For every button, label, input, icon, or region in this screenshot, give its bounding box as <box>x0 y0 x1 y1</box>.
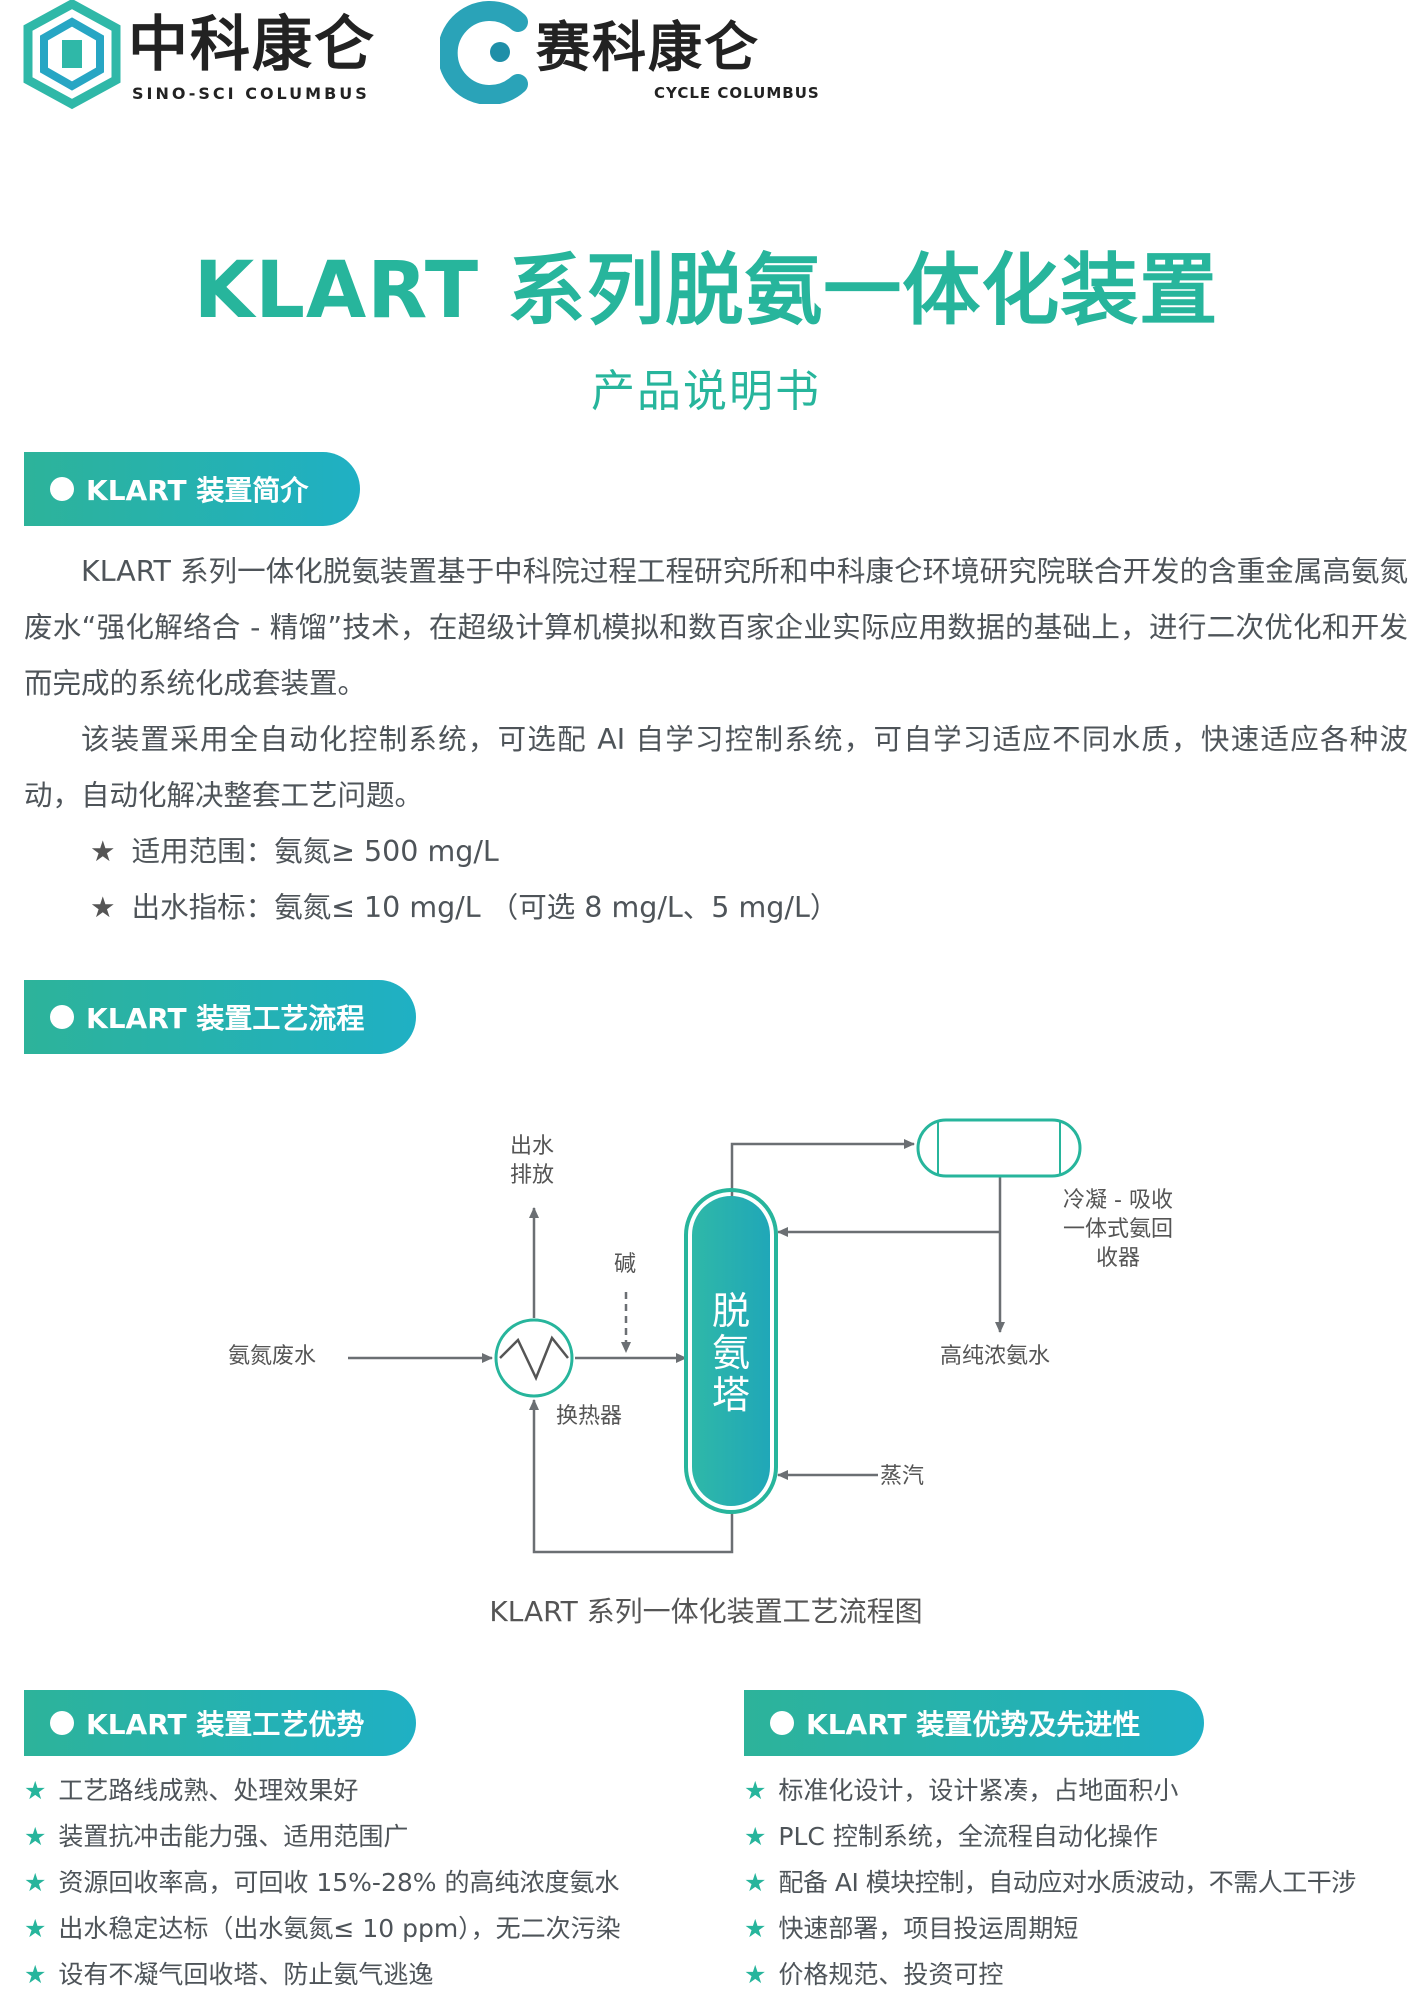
bottom-recycle-line <box>529 1399 734 1554</box>
section-header-label: KLART 装置优势及先进性 <box>806 1708 1141 1741</box>
star-icon: ★ <box>24 1822 47 1851</box>
condenser-label: 冷凝 - 吸收 一体式氨回 收器 <box>1062 1188 1173 1271</box>
tower-shell <box>684 1188 778 1514</box>
sino-sci-logo-name: 中科康仑 <box>128 10 376 80</box>
star-icon: ★ <box>90 891 116 924</box>
product-label: 高纯浓氨水 <box>940 1344 1051 1369</box>
intro-bullet-1: ★适用范围：氨氮≥ 500 mg/L <box>90 835 499 868</box>
list-item: ★出水稳定达标（出水氨氮≤ 10 ppm），无二次污染 <box>24 1914 621 1943</box>
star-icon: ★ <box>24 1914 47 1943</box>
list-item: ★快速部署，项目投运周期短 <box>744 1914 1079 1943</box>
star-icon: ★ <box>744 1914 767 1943</box>
cycle-columbus-logo-icon <box>440 1 528 104</box>
intro-text: KLART 系列一体化脱氨装置基于中科院过程工程研究所和中科康仑环境研究院联合开… <box>24 544 1408 824</box>
section-header-label: KLART 装置工艺流程 <box>86 1002 365 1035</box>
condenser-icon <box>916 1118 1082 1178</box>
star-icon: ★ <box>24 1776 47 1805</box>
list-item: ★设有不凝气回收塔、防止氨气逃逸 <box>24 1960 434 1989</box>
star-icon: ★ <box>744 1822 767 1851</box>
list-item: ★PLC 控制系统，全流程自动化操作 <box>744 1822 1158 1851</box>
section-header-superiority: KLART 装置优势及先进性 <box>744 1690 1204 1756</box>
cycle-columbus-logo-sub: CYCLE COLUMBUS <box>654 84 820 102</box>
list-item: ★配备 AI 模块控制，自动应对水质波动，不需人工干涉 <box>744 1868 1356 1897</box>
logo-cycle-columbus: 赛科康仑 CYCLE COLUMBUS <box>440 0 840 110</box>
intro-bullet-2: ★出水指标：氨氮≤ 10 mg/L （可选 8 mg/L、5 mg/L） <box>90 891 839 924</box>
superiority-list: ★标准化设计，设计紧凑，占地面积小 ★PLC 控制系统，全流程自动化操作 ★配备… <box>744 1768 1410 1998</box>
tower-label: 脱 氨 塔 <box>711 1289 750 1417</box>
page-subtitle: 产品说明书 <box>591 366 821 417</box>
advantages-list: ★工艺路线成熟、处理效果好 ★装置抗冲击能力强、适用范围广 ★资源回收率高，可回… <box>24 1768 724 1998</box>
logo-sino-sci: 中科康仑 SINO-SCI COLUMBUS <box>22 0 382 110</box>
star-icon: ★ <box>744 1868 767 1897</box>
sino-sci-logo-sub: SINO-SCI COLUMBUS <box>132 84 370 103</box>
exchanger-label: 换热器 <box>556 1404 623 1429</box>
list-item: ★工艺路线成熟、处理效果好 <box>24 1776 359 1805</box>
vapor-line <box>730 1139 915 1198</box>
list-item: ★装置抗冲击能力强、适用范围广 <box>24 1822 409 1851</box>
alkali-label: 碱 <box>614 1252 637 1277</box>
list-item: ★价格规范、投资可控 <box>744 1960 1004 1989</box>
star-icon: ★ <box>90 835 116 868</box>
tower-body <box>692 1196 770 1506</box>
section-header-label: KLART 装置简介 <box>86 474 309 507</box>
outlet-label: 出水 排放 <box>510 1134 555 1188</box>
intro-paragraph-1: KLART 系列一体化脱氨装置基于中科院过程工程研究所和中科康仑环境研究院联合开… <box>24 555 1408 700</box>
star-icon: ★ <box>24 1960 47 1989</box>
bullet-dot-icon <box>50 1711 74 1735</box>
bullet-dot-icon <box>50 1005 74 1029</box>
steam-label: 蒸汽 <box>880 1464 925 1489</box>
intro-paragraph-2: 该装置采用全自动化控制系统，可选配 AI 自学习控制系统，可自学习适应不同水质，… <box>24 723 1408 812</box>
star-icon: ★ <box>24 1868 47 1897</box>
list-item: ★资源回收率高，可回收 15%-28% 的高纯浓度氨水 <box>24 1868 620 1897</box>
bullet-dot-icon <box>770 1711 794 1735</box>
heat-exchanger-icon <box>494 1318 574 1398</box>
star-icon: ★ <box>744 1776 767 1805</box>
process-flow-diagram <box>348 1118 1082 1554</box>
sino-sci-logo-icon <box>23 0 121 110</box>
section-header-process: KLART 装置工艺流程 <box>24 980 416 1054</box>
bullet-dot-icon <box>50 477 74 501</box>
section-header-label: KLART 装置工艺优势 <box>86 1708 365 1741</box>
page-title: KLART 系列脱氨一体化装置 <box>193 246 1219 336</box>
section-header-advantages: KLART 装置工艺优势 <box>24 1690 416 1756</box>
section-header-intro: KLART 装置简介 <box>24 452 360 526</box>
cycle-columbus-logo-name: 赛科康仑 <box>536 16 760 79</box>
diagram-caption: KLART 系列一体化装置工艺流程图 <box>489 1595 923 1628</box>
star-icon: ★ <box>744 1960 767 1989</box>
feed-label: 氨氮废水 <box>228 1344 317 1369</box>
list-item: ★标准化设计，设计紧凑，占地面积小 <box>744 1776 1179 1805</box>
